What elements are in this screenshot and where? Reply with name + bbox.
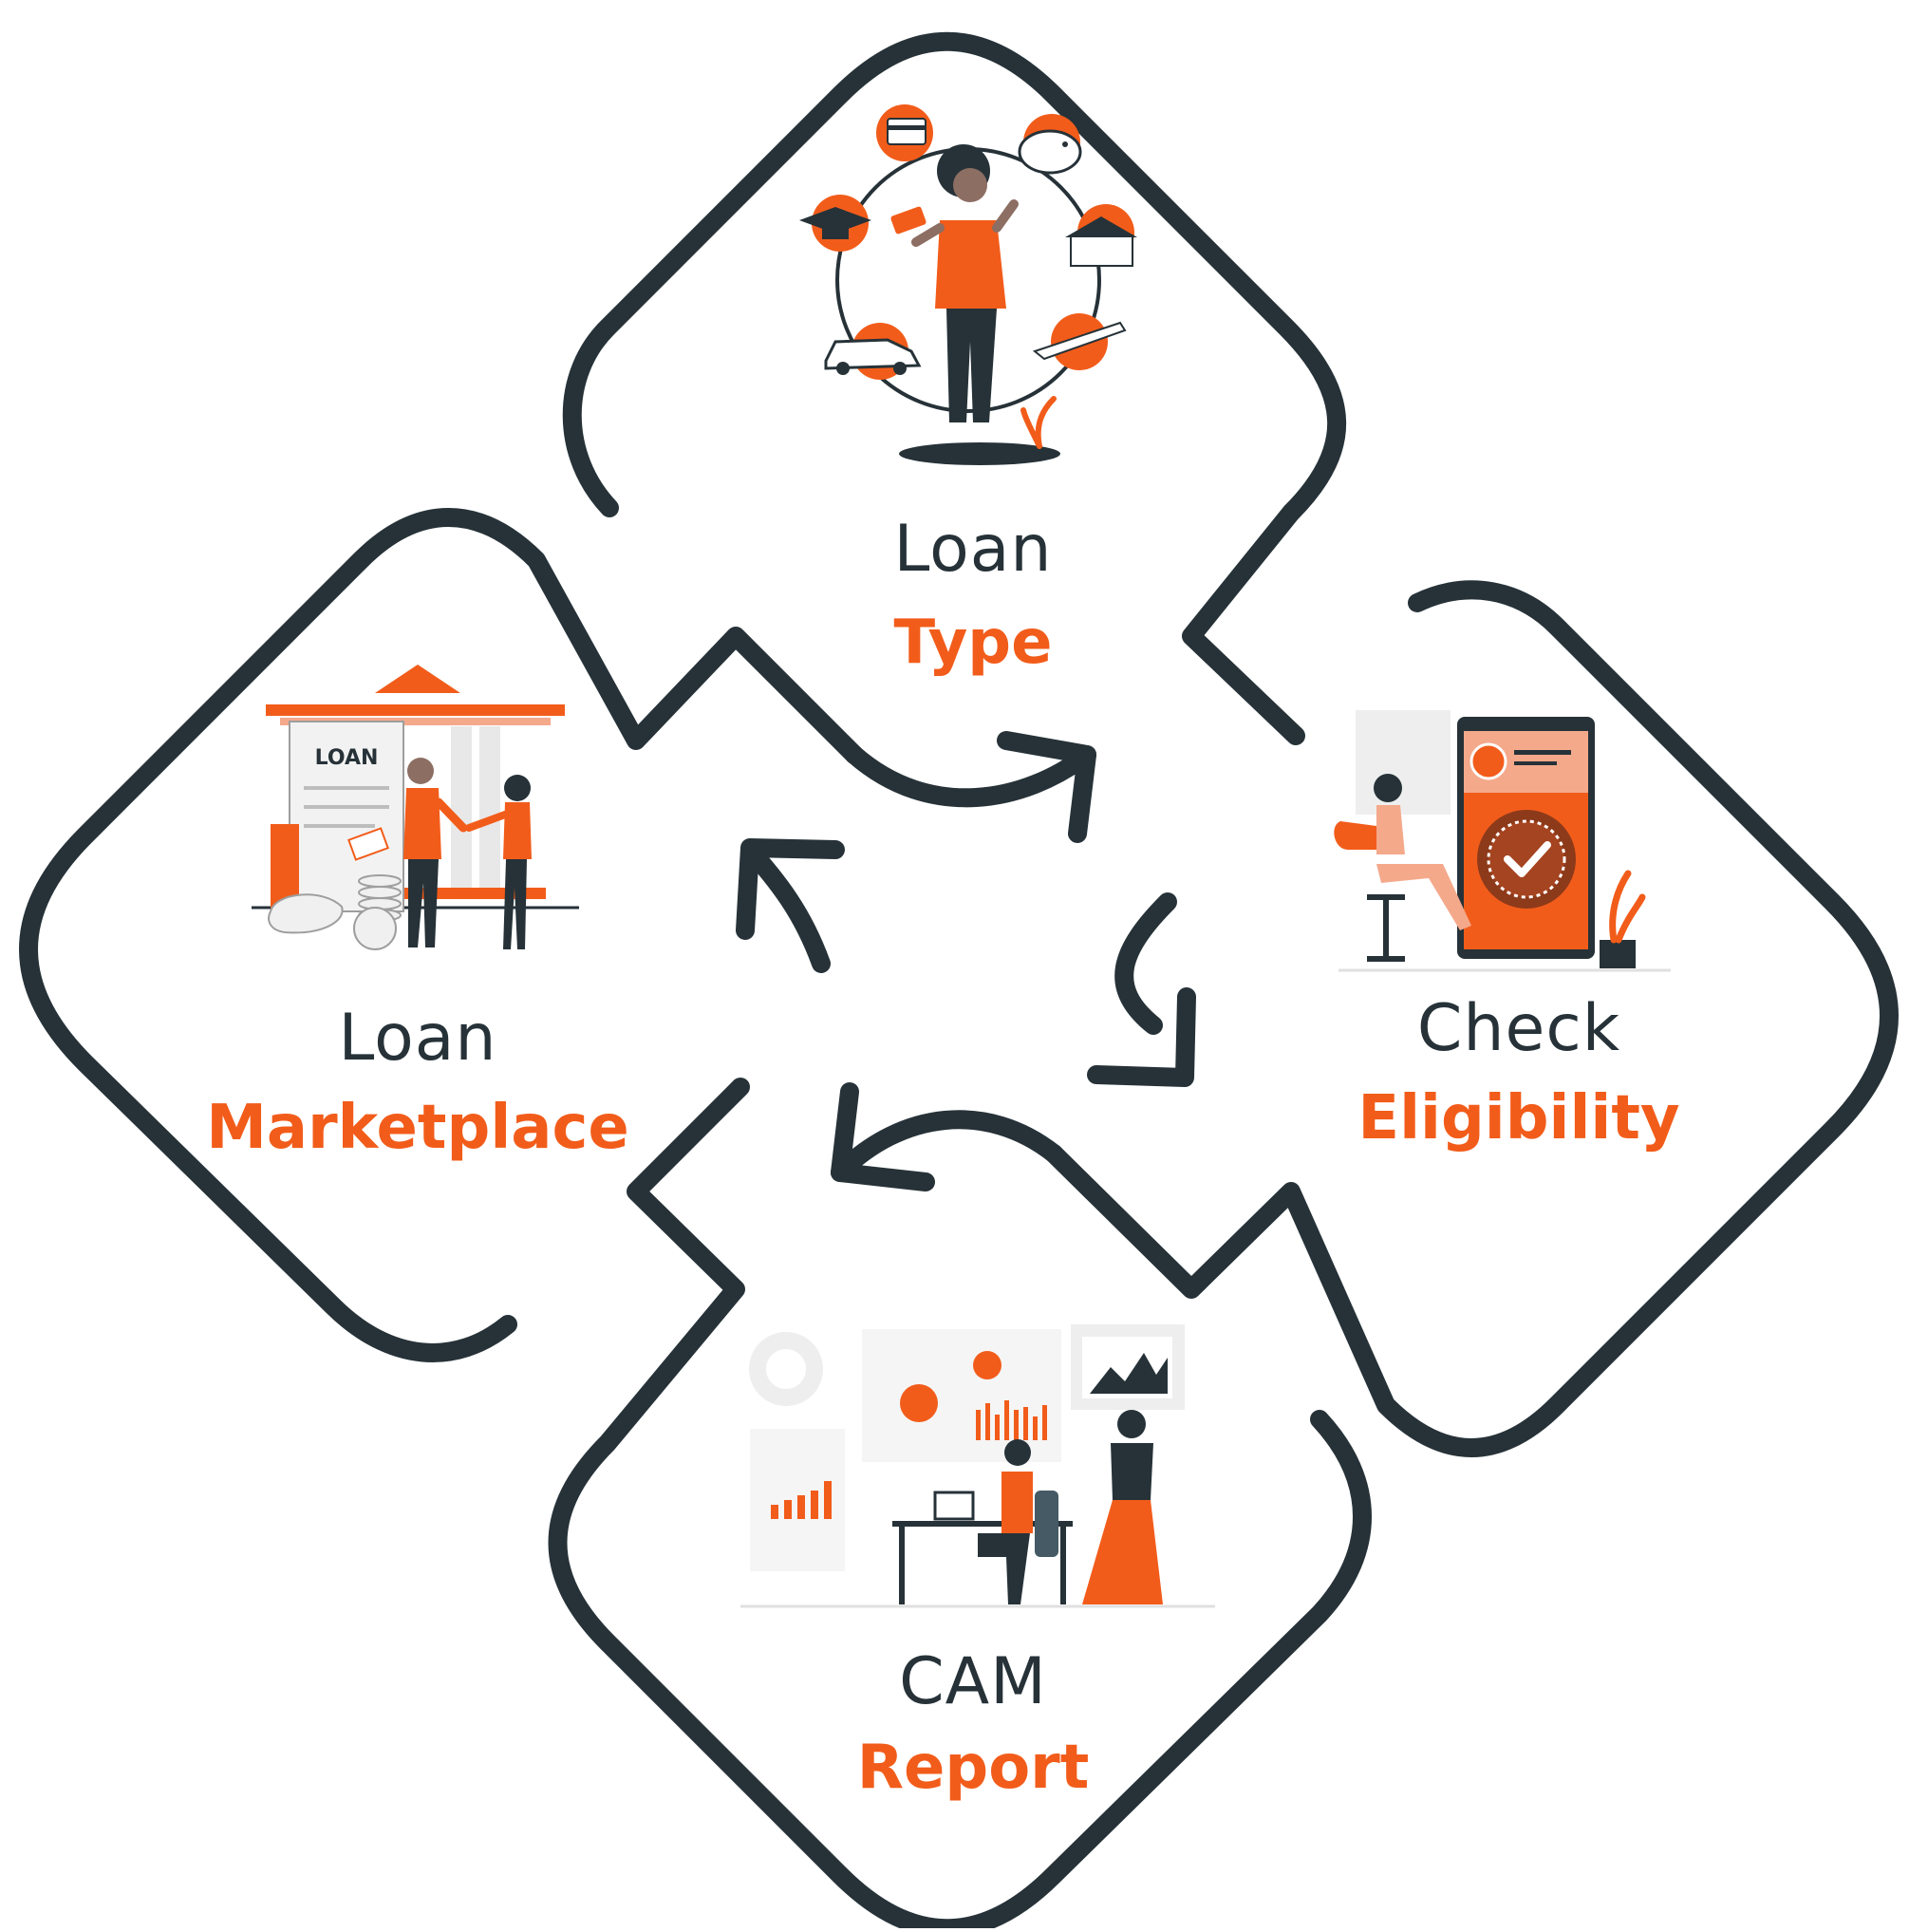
loan-sign-text: LOAN	[315, 746, 379, 770]
step-loan-type-label: Loan Type	[826, 512, 1120, 678]
graduation-cap-icon	[799, 195, 871, 252]
cycle-arrows	[736, 731, 1196, 1191]
loan-type-illustration	[799, 104, 1137, 465]
arrow-head-upper-right	[997, 731, 1096, 843]
arrow-head-lower-left	[831, 1082, 935, 1191]
arrow-to-cam-report	[1114, 892, 1177, 1035]
tile-outline-cam-report	[548, 1078, 1372, 1932]
step-loan-marketplace-label: Loan Marketplace	[171, 1001, 665, 1163]
loan-marketplace-illustration: LOAN	[252, 665, 579, 950]
arrow-to-check-eligibility	[845, 745, 1096, 808]
step-check-eligibility-label: Check Eligibility	[1320, 991, 1718, 1154]
arrow-head-lower-right	[1087, 987, 1196, 1087]
step-loan-marketplace-line1: Loan	[338, 1001, 497, 1076]
step-loan-type-line2: Type	[893, 608, 1053, 678]
tile-outline-loan-marketplace	[19, 508, 864, 1362]
tile-outline-loan-type	[562, 31, 1347, 745]
step-loan-marketplace-line2: Marketplace	[206, 1093, 629, 1163]
step-cam-report-label: CAM Report	[816, 1644, 1130, 1803]
arrow-head-upper-left	[736, 838, 845, 940]
car-icon	[824, 323, 922, 380]
step-cam-report-line1: CAM	[899, 1644, 1047, 1719]
arrow-to-loan-marketplace	[831, 1110, 1063, 1182]
check-eligibility-illustration	[1334, 710, 1671, 972]
step-cam-report-line2: Report	[856, 1733, 1090, 1803]
tile-outline-check-eligibility	[1044, 580, 1899, 1457]
airplane-icon	[1032, 313, 1127, 370]
checkmark-badge-icon	[1477, 810, 1576, 909]
cam-report-illustration	[740, 1324, 1215, 1608]
step-check-eligibility-line1: Check	[1416, 991, 1621, 1066]
arrow-to-loan-type	[740, 840, 831, 973]
step-loan-type-line1: Loan	[893, 512, 1053, 587]
credit-card-icon	[876, 104, 933, 161]
house-icon	[1065, 204, 1137, 267]
step-check-eligibility-line2: Eligibility	[1357, 1083, 1680, 1154]
piggy-bank-icon	[1018, 114, 1082, 175]
